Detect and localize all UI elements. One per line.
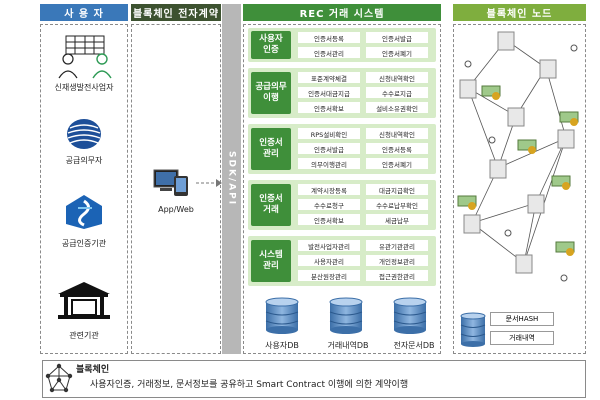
agency-logo-icon bbox=[66, 195, 102, 229]
document-db-icon bbox=[393, 297, 427, 334]
item: 개인정보관리 bbox=[366, 255, 428, 266]
node-header: 블록체인 노드 bbox=[453, 4, 586, 21]
transaction-db-icon bbox=[329, 297, 363, 334]
db-label-documents: 전자문서DB bbox=[393, 341, 435, 350]
item: 발전사업자관리 bbox=[298, 240, 360, 251]
node-box-doc-hash: 문서HASH bbox=[490, 312, 554, 326]
item: 인증서등록 bbox=[366, 143, 428, 154]
item: 세금납부 bbox=[366, 214, 428, 225]
database-icons bbox=[265, 297, 427, 334]
item: 인증서확보 bbox=[298, 102, 360, 113]
item: 인증서관리 bbox=[298, 47, 360, 58]
users-panel bbox=[40, 24, 128, 354]
node-circle-icon bbox=[464, 44, 578, 282]
node-db-icon bbox=[460, 312, 486, 347]
node-documents-icon bbox=[459, 31, 575, 274]
user-label-1: 신재생발전사업자 bbox=[54, 83, 114, 92]
rec-header: REC 거래 시스템 bbox=[243, 4, 441, 21]
item: 사용자관리 bbox=[298, 255, 360, 266]
item: 인증서등록 bbox=[298, 32, 360, 43]
network-icon bbox=[45, 363, 73, 393]
node-lock-icon bbox=[468, 92, 578, 256]
building-icon bbox=[58, 282, 110, 319]
node-panel bbox=[453, 24, 586, 354]
sdk-api-bar: SDK/API bbox=[222, 4, 241, 354]
users-header: 사 용 자 bbox=[40, 4, 128, 21]
item: 유관기관관리 bbox=[366, 240, 428, 251]
item: 인증서폐기 bbox=[366, 158, 428, 169]
devices-icon bbox=[153, 169, 188, 196]
globe-logo-icon bbox=[67, 119, 101, 149]
node-box-transactions: 거래내역 bbox=[490, 331, 554, 345]
contract-header: 블록체인 전자계약 bbox=[131, 4, 221, 21]
user-db-icon bbox=[265, 297, 299, 334]
user-label-2: 공급의무자 bbox=[65, 156, 103, 165]
item: 수수료청구 bbox=[298, 199, 360, 210]
bottom-title: 블록체인 bbox=[76, 365, 110, 375]
item: 접근권한관리 bbox=[366, 270, 428, 281]
user-label-3: 공급인증기관 bbox=[61, 239, 107, 248]
rec-panel bbox=[243, 24, 441, 354]
item: 인증서발급 bbox=[298, 143, 360, 154]
item: 계약시장등록 bbox=[298, 184, 360, 195]
item: RPS설비확인 bbox=[298, 128, 360, 139]
bottom-description: 사용자인증, 거래정보, 문서정보를 공유하고 Smart Contract 이… bbox=[90, 380, 409, 390]
blockchain-network-diagram bbox=[457, 31, 579, 282]
item: 분산원장관리 bbox=[298, 270, 360, 281]
db-label-transactions: 거래내역DB bbox=[327, 341, 369, 350]
node-money-icon bbox=[457, 85, 579, 253]
item: 인증서확보 bbox=[298, 214, 360, 225]
arrow-icon bbox=[196, 179, 222, 187]
item: 수수료지급 bbox=[366, 87, 428, 98]
blockchain-bar bbox=[42, 360, 586, 398]
item: 신청내역확인 bbox=[366, 128, 428, 139]
item: 표준계약체결 bbox=[298, 72, 360, 83]
item: 인증서발급 bbox=[366, 32, 428, 43]
item: 의무이행관리 bbox=[298, 158, 360, 169]
client-label: App/Web bbox=[158, 205, 194, 214]
user-label-4: 관련기관 bbox=[69, 331, 99, 340]
db-label-users: 사용자DB bbox=[265, 341, 299, 350]
item: 수수료납부확인 bbox=[366, 199, 428, 210]
item: 신청내역확인 bbox=[366, 72, 428, 83]
people-grid-icon bbox=[58, 35, 112, 79]
item: 설비소유권확인 bbox=[366, 102, 428, 113]
contract-panel bbox=[131, 24, 221, 354]
item: 인증서대금지급 bbox=[298, 87, 360, 98]
item: 인증서폐기 bbox=[366, 47, 428, 58]
item: 대금지급확인 bbox=[366, 184, 428, 195]
